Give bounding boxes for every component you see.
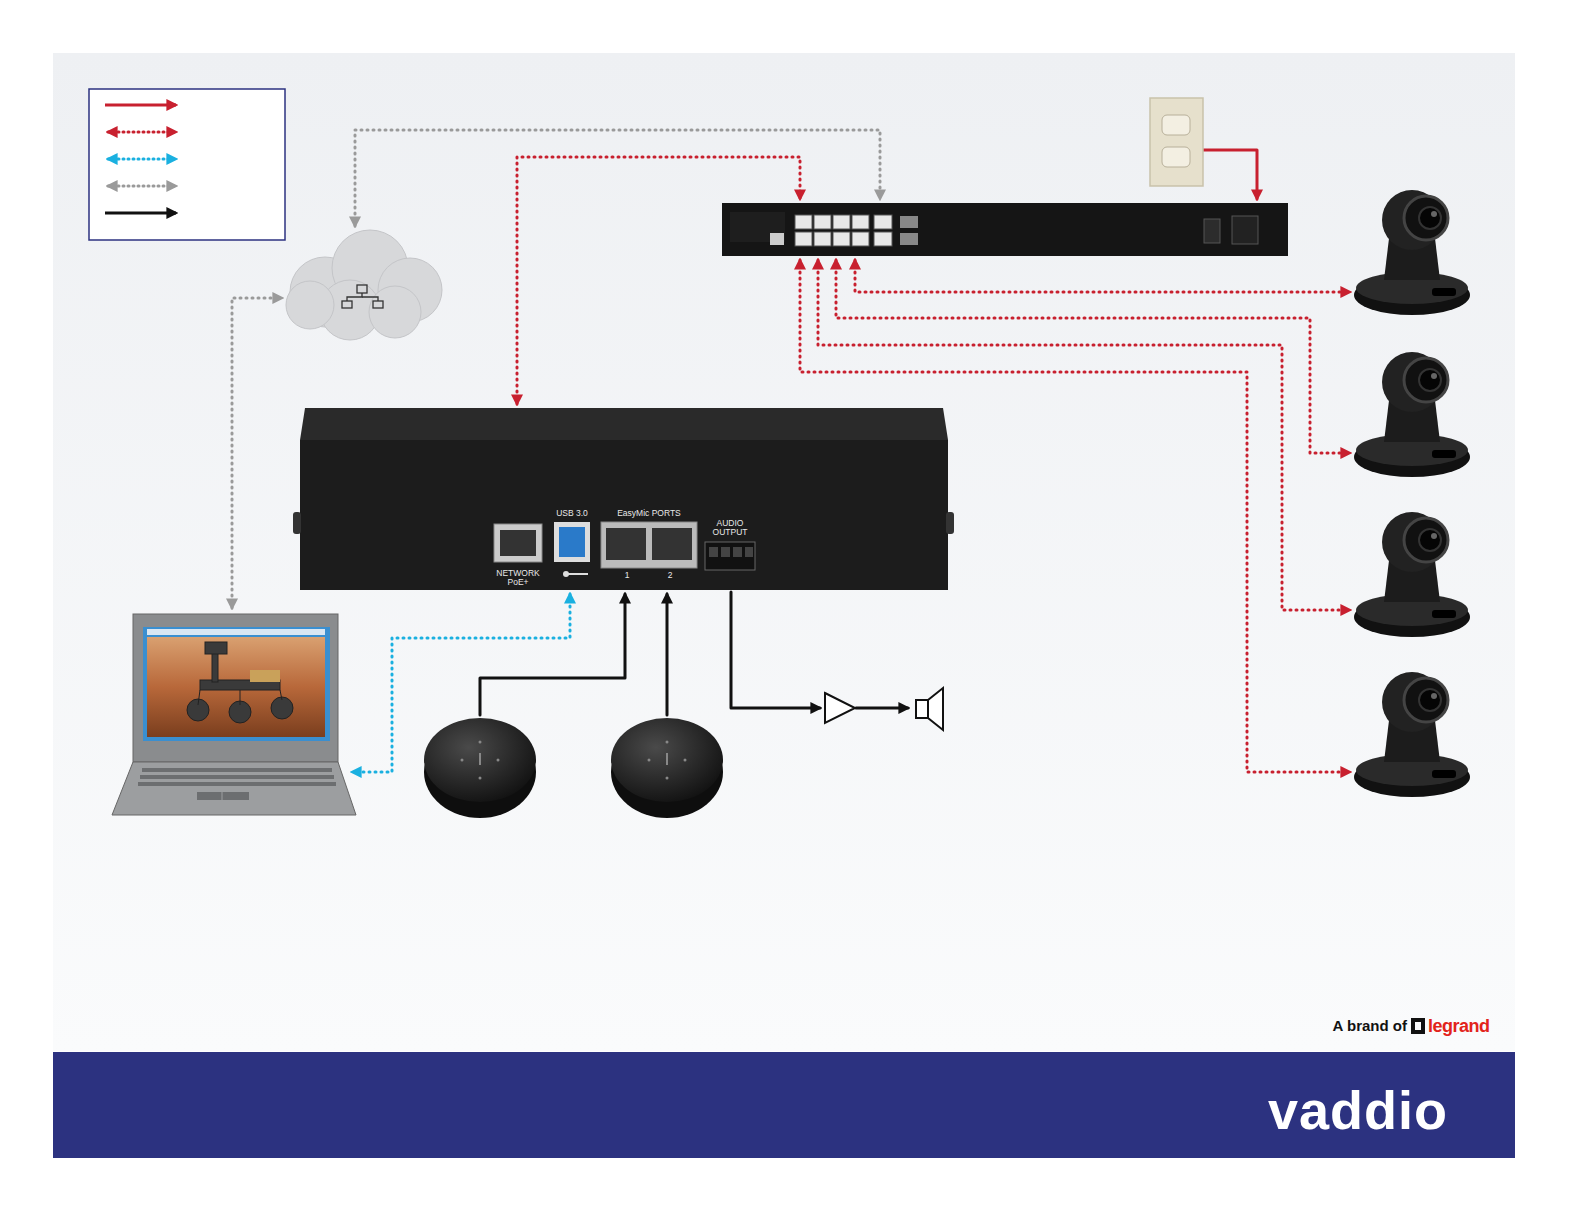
port-label: EasyMic PORTS [617, 509, 681, 518]
port-label: USB 3.0 [556, 509, 588, 518]
brand-logo: vaddio [1268, 1082, 1448, 1139]
brand-note: A brand of [1333, 1018, 1407, 1034]
port-number: 1 [625, 571, 630, 580]
brand-logo: legrand [1428, 1017, 1490, 1036]
logo-mark [1411, 1018, 1425, 1034]
port-label: NETWORK PoE+ [494, 569, 542, 587]
port-label: AUDIO OUTPUT [709, 519, 751, 537]
port-number: 2 [668, 571, 673, 580]
